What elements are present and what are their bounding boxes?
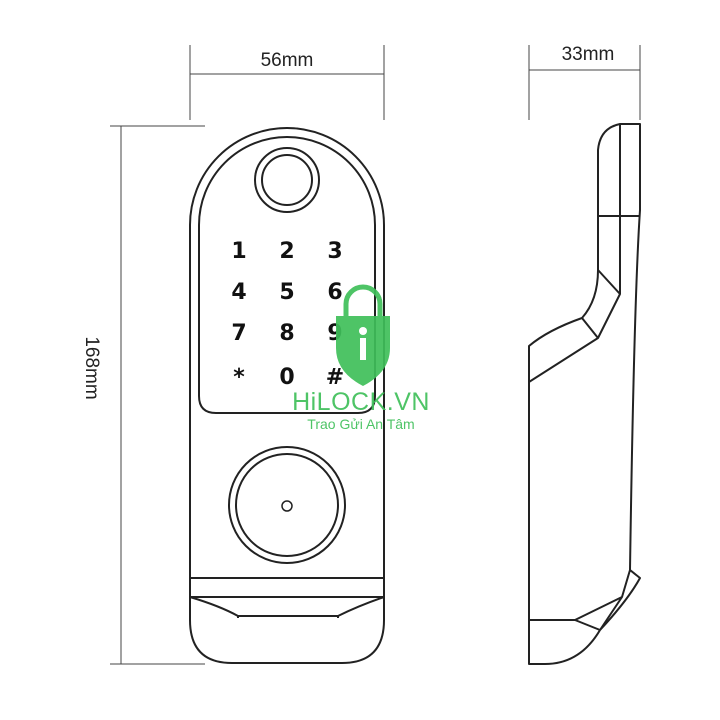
fingerprint-sensor-outer (254, 147, 320, 213)
height-label: 168mm (81, 336, 102, 399)
lock-side-view (528, 123, 641, 665)
front-bottom-lip (189, 577, 385, 618)
key-2: 2 (279, 239, 294, 264)
key-4: 4 (231, 280, 246, 305)
watermark-brand: HiLOCK.VN (292, 388, 430, 416)
key-star: * (233, 365, 245, 390)
key-5: 5 (279, 280, 294, 305)
watermark: HiLOCK.VN Trao Gửi An Tâm (292, 284, 430, 432)
width-dimension: 56mm (189, 45, 385, 120)
depth-dimension: 33mm (528, 44, 641, 120)
keypad-panel (198, 136, 376, 414)
height-dimension: 168mm (81, 125, 205, 665)
width-label: 56mm (261, 50, 314, 71)
side-bottom-edge (529, 569, 631, 631)
knob-outer (228, 446, 346, 564)
key-3: 3 (327, 239, 342, 264)
keypad: 1 2 3 4 5 6 7 8 9 * 0 # (231, 239, 344, 390)
knob-keyhole (281, 500, 293, 512)
key-1: 1 (231, 239, 246, 264)
side-outline (528, 123, 641, 665)
lock-front-view: 1 2 3 4 5 6 7 8 9 * 0 # (189, 127, 385, 664)
key-hash: # (326, 365, 344, 390)
side-top-lip (598, 124, 640, 217)
knob-inner (235, 453, 339, 557)
key-8: 8 (279, 321, 294, 346)
key-0: 0 (279, 365, 294, 390)
front-body-outline (189, 127, 385, 664)
fingerprint-sensor-inner (261, 154, 313, 206)
shield-lock-icon (336, 284, 390, 386)
watermark-tagline: Trao Gửi An Tâm (307, 416, 414, 432)
key-6: 6 (327, 280, 342, 305)
side-mid-edge (528, 216, 621, 383)
key-7: 7 (231, 321, 246, 346)
depth-label: 33mm (562, 44, 615, 65)
